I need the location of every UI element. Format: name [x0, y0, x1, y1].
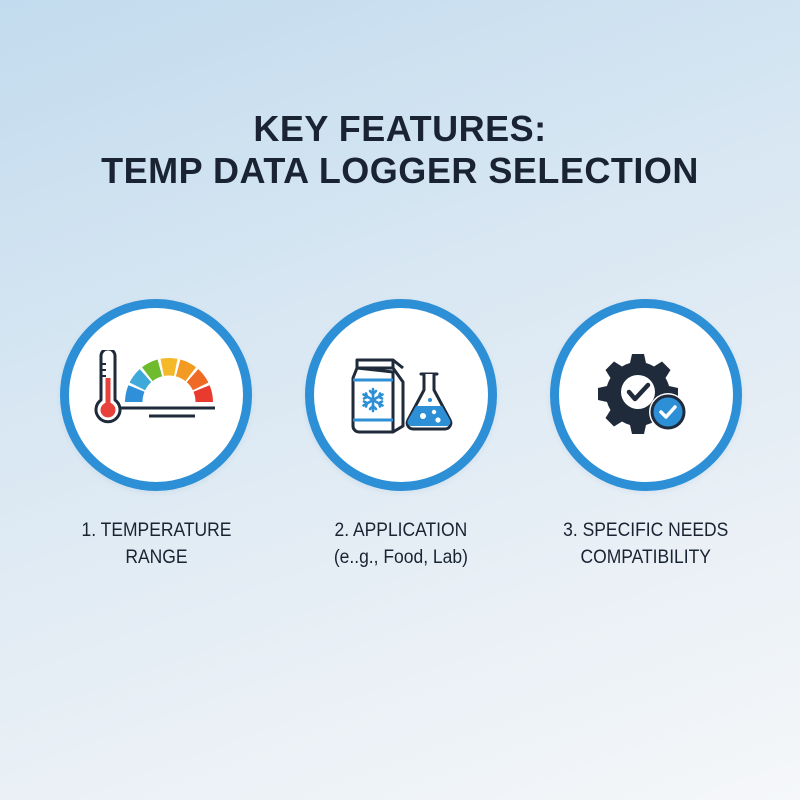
title-line-1: KEY FEATURES: [253, 108, 547, 149]
feature-label-line-2: COMPATIBILITY [580, 547, 712, 568]
feature-label: 2. APPLICATION (e..g., Food, Lab) [334, 517, 468, 571]
lab-flask-icon [405, 372, 453, 431]
food-carton-flask-icon [341, 350, 461, 440]
feature-circle [305, 299, 497, 491]
thermometer-gauge-icon [91, 350, 221, 440]
feature-circle [60, 299, 252, 491]
feature-label: 3. SPECIFIC NEEDS COMPATIBILITY [563, 517, 728, 571]
feature-label-line-1: 3. SPECIFIC NEEDS [563, 520, 729, 541]
gear-check-icon [596, 350, 696, 440]
snowflake-icon [362, 387, 384, 413]
feature-label-line-2: (e..g., Food, Lab) [333, 547, 469, 568]
feature-label-line-1: 1. TEMPERATURE [81, 520, 231, 541]
feature-compatibility: 3. SPECIFIC NEEDS COMPATIBILITY [521, 299, 771, 571]
feature-label-line-1: 2. APPLICATION [334, 520, 468, 541]
check-badge-icon [649, 393, 687, 431]
page-title: KEY FEATURES: TEMP DATA LOGGER SELECTION [0, 108, 800, 192]
feature-temperature-range: 1. TEMPERATURE RANGE [31, 299, 281, 571]
feature-application: 2. APPLICATION (e..g., Food, Lab) [276, 299, 526, 571]
thermometer-icon [94, 350, 122, 424]
feature-circle [550, 299, 742, 491]
title-line-2: TEMP DATA LOGGER SELECTION [101, 150, 699, 191]
food-carton-icon [351, 358, 405, 434]
feature-label: 1. TEMPERATURE RANGE [81, 517, 231, 571]
gauge-icon [119, 357, 215, 418]
feature-label-line-2: RANGE [124, 547, 188, 568]
